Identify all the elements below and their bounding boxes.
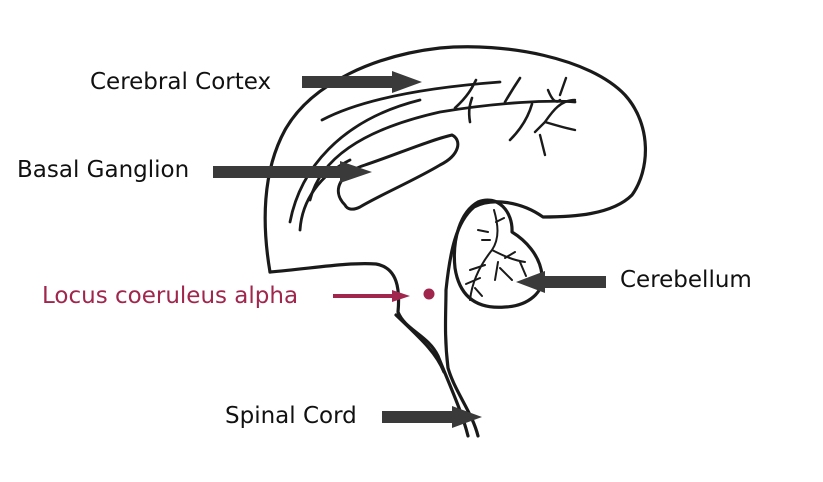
cerebellum-tree — [465, 209, 527, 301]
label-cerebellum: Cerebellum — [620, 267, 752, 293]
cortex-branch — [533, 76, 577, 157]
basal-ganglion-shape — [336, 133, 460, 211]
arrow-locus-coeruleus — [333, 290, 410, 302]
brain-outline-group — [263, 45, 648, 438]
label-locus-coeruleus: Locus coeruleus alpha — [42, 283, 299, 309]
locus-coeruleus-dot — [423, 288, 435, 300]
cortex-curve-1 — [288, 98, 422, 224]
cortex-curve-8 — [508, 102, 534, 142]
cerebellum-shape — [452, 198, 544, 309]
cortex-curve-7 — [467, 96, 474, 124]
brain-outline — [263, 45, 648, 438]
label-spinal-cord: Spinal Cord — [225, 403, 357, 429]
label-cerebral-cortex: Cerebral Cortex — [90, 69, 272, 95]
cortex-curve-3 — [308, 99, 577, 202]
brainstem-front — [394, 313, 446, 374]
arrow-cerebellum — [516, 271, 606, 293]
brain-outline-lower — [268, 262, 470, 438]
arrow-basal-ganglion — [213, 161, 372, 183]
arrow-spinal-cord — [382, 406, 482, 428]
arrows-group — [213, 71, 606, 428]
cortex-curve-5 — [453, 78, 478, 110]
cortex-curve-6 — [503, 76, 522, 104]
arrow-cerebral-cortex — [302, 71, 422, 93]
label-basal-ganglion: Basal Ganglion — [17, 157, 190, 183]
